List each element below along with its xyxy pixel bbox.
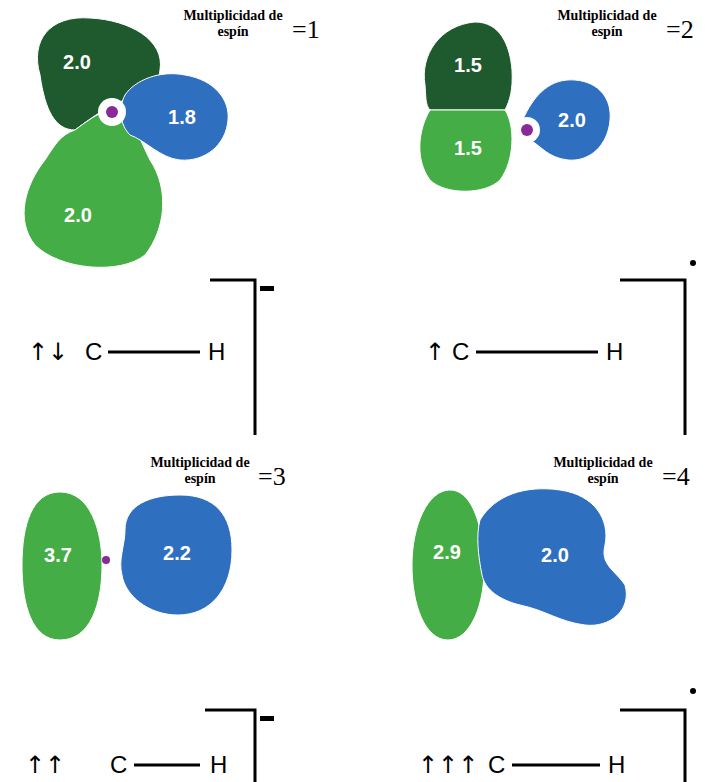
electron-basin: 1.5 <box>410 100 520 200</box>
electron-basin: 2.0 <box>515 70 620 170</box>
basin-population: 3.7 <box>44 544 72 567</box>
atom-symbol: H <box>210 751 227 780</box>
electron-basin: 2.0 <box>470 480 635 635</box>
atom-symbol: H <box>608 751 625 780</box>
atom-symbol: H <box>208 338 225 367</box>
radical-dot <box>690 688 696 694</box>
bracket <box>205 710 255 782</box>
bond-line <box>476 351 598 354</box>
basin-population: 2.2 <box>163 542 191 565</box>
basin-population: 2.0 <box>541 544 569 567</box>
radical-dot <box>690 260 696 266</box>
basin-population: 2.0 <box>64 204 92 227</box>
electron-basin: 1.8 <box>110 65 235 170</box>
basin-population: 2.0 <box>63 51 91 74</box>
bond-line <box>512 764 600 767</box>
spin-arrows: ↑↑ <box>25 751 65 780</box>
basin-population: 1.5 <box>454 137 482 160</box>
spin-arrows: ↑↑↑ <box>418 751 478 780</box>
multiplicity-title: Multiplicidad de espín <box>178 8 288 40</box>
electron-basin: 1.5 <box>415 15 520 125</box>
bracket <box>620 280 685 435</box>
spin-arrows: ↑↓ <box>28 338 68 367</box>
bond-line <box>108 351 200 354</box>
atom-symbol: C <box>110 751 127 780</box>
multiplicity-value: =3 <box>258 461 286 492</box>
basin-population: 1.5 <box>454 54 482 77</box>
carbon-nucleus <box>102 556 110 564</box>
multiplicity-value: =4 <box>662 461 690 492</box>
charge-minus <box>260 286 274 291</box>
charge-minus <box>260 716 274 721</box>
multiplicity-title: Multiplicidad de espín <box>552 8 662 40</box>
electron-basin: 3.7 <box>15 485 110 645</box>
atom-symbol: H <box>606 338 623 367</box>
atom-symbol: C <box>452 338 469 367</box>
atom-symbol: C <box>85 338 102 367</box>
bracket <box>620 710 685 782</box>
electron-basin: 2.2 <box>115 488 240 623</box>
multiplicity-value: =2 <box>666 14 694 45</box>
basin-population: 2.9 <box>433 541 461 564</box>
bond-line <box>134 764 200 767</box>
multiplicity-title: Multiplicidad de espín <box>145 455 255 487</box>
multiplicity-title: Multiplicidad de espín <box>548 455 658 487</box>
atom-symbol: C <box>488 751 505 780</box>
spin-arrows: ↑ <box>425 338 445 367</box>
basin-population: 1.8 <box>168 106 196 129</box>
multiplicity-value: =1 <box>292 14 320 45</box>
basin-population: 2.0 <box>558 109 586 132</box>
